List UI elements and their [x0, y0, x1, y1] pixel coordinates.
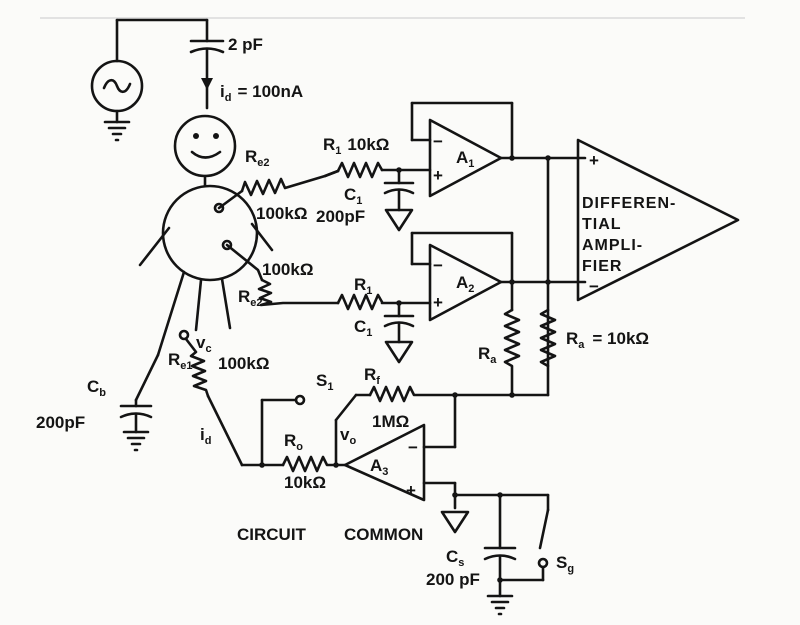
resistor-rf: [368, 385, 457, 403]
capacitor-c1-bottom: [383, 301, 415, 364]
capacitor-cs: [483, 493, 517, 598]
diff-amp-line-1: DIFFEREN-: [582, 195, 676, 212]
rf-value: 1MΩ: [372, 412, 409, 431]
c1-top-value: 200pF: [316, 207, 365, 226]
a3-plus: +: [406, 481, 416, 500]
right-arm: [250, 222, 274, 252]
diff-amp-line-4: FIER: [582, 258, 622, 275]
a1-label: A1: [456, 148, 474, 170]
ac-source: [90, 18, 209, 124]
ro-value: 10kΩ: [284, 473, 326, 492]
ground-triangle-c1-top: [384, 208, 414, 232]
resistor-re2-top: [240, 169, 340, 197]
resistor-re1: [184, 337, 210, 398]
capacitor-cb: [119, 353, 160, 434]
circuit-common-label-2: COMMON: [344, 525, 423, 544]
re2-bottom-value: 100kΩ: [262, 260, 313, 279]
sg-label: Sg: [556, 553, 574, 575]
re2-top-label: Re2: [245, 147, 270, 169]
resistor-r1-top: [336, 161, 384, 179]
rf-label: Rf: [364, 365, 380, 387]
differential-amplifier: [510, 138, 740, 397]
op-amp-a3: [343, 423, 550, 534]
diff-amp-minus: −: [589, 277, 599, 296]
diff-amp-plus: +: [589, 151, 599, 170]
coupling-capacitor-2pf: [189, 18, 225, 110]
ground-symbol-cb: [122, 430, 150, 452]
c1-top-label: C1: [344, 185, 362, 207]
a2-plus: +: [433, 293, 443, 312]
cap-2pf-label: 2 pF: [228, 35, 263, 54]
a1-plus: +: [433, 166, 443, 185]
re1-value: 100kΩ: [218, 354, 269, 373]
resistor-ro: [281, 455, 347, 473]
subject-head: [173, 114, 237, 178]
r1-bottom-label: R1: [354, 275, 372, 297]
ground-symbol-source: [103, 120, 131, 142]
diff-amp-line-2: TIAL: [582, 216, 622, 233]
cb-label: Cb: [87, 377, 106, 399]
cs-value: 200 pF: [426, 570, 480, 589]
current-arrow: [201, 78, 213, 90]
a3-label: A3: [370, 456, 388, 478]
left-leg: [156, 270, 186, 357]
re1-label: Re1: [168, 350, 193, 372]
ground-triangle-common: [440, 510, 470, 534]
capacitor-c1-top: [383, 168, 415, 232]
cb-value: 200pF: [36, 413, 85, 432]
electrode-vc: [178, 329, 190, 341]
ground-symbol-cs: [486, 594, 514, 616]
op-amp-a2: [410, 231, 587, 322]
resistor-r1-bottom: [336, 293, 384, 311]
id-bottom-label: id: [200, 425, 211, 447]
resistor-re2-bottom: [257, 278, 340, 307]
ra-left-label: Ra: [478, 344, 497, 366]
ro-label: Ro: [284, 431, 303, 453]
resistor-ra-left: [503, 308, 521, 397]
electrode-top: [213, 202, 225, 214]
a2-minus: −: [433, 256, 443, 275]
subject-body: [138, 174, 274, 357]
switch-s1-blade: [334, 393, 358, 422]
id-label: id= 100nA: [220, 82, 303, 104]
ra-right-label: Ra= 10kΩ: [566, 329, 649, 351]
cs-label: Cs: [446, 547, 464, 569]
s1-label: S1: [316, 371, 333, 393]
a1-minus: −: [433, 132, 443, 151]
left-arm: [138, 226, 171, 267]
electrode-bottom: [221, 239, 233, 251]
switch-sg: [497, 493, 550, 583]
c1-bottom-label: C1: [354, 317, 372, 339]
vo-label: vo: [340, 425, 356, 447]
ground-triangle-c1-bottom: [384, 340, 414, 364]
op-amp-a1: [410, 101, 587, 198]
circuit-common-label-1: CIRCUIT: [237, 525, 307, 544]
re2-top-value: 100kΩ: [256, 204, 307, 223]
switch-s1-contact: [294, 394, 306, 406]
vc-label: vc: [196, 333, 212, 355]
re2-bottom-label: Re2: [238, 287, 263, 309]
a3-minus: −: [408, 438, 418, 457]
diff-amp-line-3: AMPLI-: [582, 237, 643, 254]
a2-label: A2: [456, 273, 474, 295]
resistor-ra-right: [539, 308, 557, 368]
